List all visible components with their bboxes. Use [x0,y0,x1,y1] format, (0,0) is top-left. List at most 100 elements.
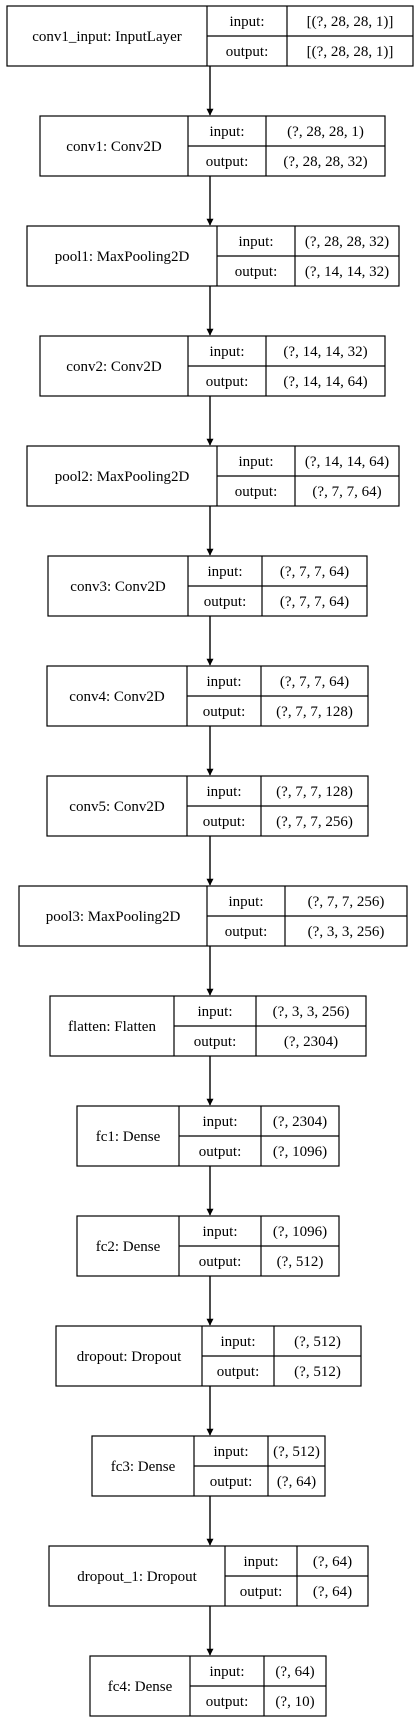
input-key: input: [206,674,241,690]
node-fc2: fc2: Dense input: (?, 1096) output: (?, 512) [76,1215,340,1277]
node-dropout: dropout: Dropout input: (?, 512) output: (?,… [55,1325,362,1387]
output-shape: (?, 7, 7, 128) [276,704,353,720]
layer-name: conv5: Conv2D [69,799,165,815]
input-key: input: [202,1114,237,1130]
input-key: input: [238,454,273,470]
output-shape: (?, 64) [313,1584,352,1600]
input-shape: (?, 512) [273,1444,320,1460]
input-key: input: [229,14,264,30]
output-shape: [(?, 28, 28, 1)] [307,44,394,60]
output-shape: (?, 10) [275,1694,314,1710]
input-shape: (?, 7, 7, 64) [280,564,349,580]
output-key: output: [206,154,249,170]
input-key: input: [238,234,273,250]
node-conv2: conv2: Conv2D input: (?, 14, 14, 32) output… [39,335,386,397]
layer-name: conv2: Conv2D [66,359,162,375]
node-fc3: fc3: Dense input: (?, 512) output: (?, 64) [91,1435,326,1497]
output-shape: (?, 14, 14, 32) [305,264,389,280]
output-shape: (?, 2304) [284,1034,338,1050]
output-shape: (?, 14, 14, 64) [283,374,367,390]
output-key: output: [235,484,278,500]
layer-name: fc3: Dense [111,1459,176,1475]
layer-name: fc4: Dense [108,1679,173,1695]
node-box [26,225,400,287]
node-conv1: conv1: Conv2D input: (?, 28, 28, 1) output:… [39,115,386,177]
output-key: output: [204,594,247,610]
input-shape: (?, 7, 7, 256) [308,894,385,910]
layer-name: pool3: MaxPooling2D [46,909,181,925]
input-key: input: [220,1334,255,1350]
output-key: output: [199,1254,242,1270]
output-key: output: [210,1474,253,1490]
input-key: input: [209,124,244,140]
layer-name: fc1: Dense [96,1129,161,1145]
layer-name: dropout: Dropout [77,1349,182,1365]
layer-name: conv4: Conv2D [69,689,165,705]
output-shape: (?, 7, 7, 256) [276,814,353,830]
output-key: output: [194,1034,237,1050]
input-key: input: [213,1444,248,1460]
input-key: input: [197,1004,232,1020]
node-flatten: flatten: Flatten input: (?, 3, 3, 256) outp… [49,995,367,1057]
output-key: output: [203,814,246,830]
input-shape: (?, 7, 7, 128) [276,784,353,800]
input-shape: (?, 1096) [273,1224,327,1240]
input-key: input: [206,784,241,800]
output-key: output: [225,924,268,940]
node-conv4: conv4: Conv2D input: (?, 7, 7, 64) output: (… [46,665,369,727]
layer-name: pool1: MaxPooling2D [55,249,190,265]
input-key: input: [209,1664,244,1680]
input-shape: (?, 512) [294,1334,341,1350]
output-key: output: [203,704,246,720]
output-shape: (?, 1096) [273,1144,327,1160]
layer-name: conv1: Conv2D [66,139,162,155]
input-shape: (?, 14, 14, 32) [283,344,367,360]
output-shape: (?, 7, 7, 64) [312,484,381,500]
output-shape: (?, 7, 7, 64) [280,594,349,610]
output-shape: (?, 512) [277,1254,324,1270]
input-shape: (?, 2304) [273,1114,327,1130]
node-fc1: fc1: Dense input: (?, 2304) output: (?, 1096… [76,1105,340,1167]
input-shape: (?, 64) [275,1664,314,1680]
input-shape: [(?, 28, 28, 1)] [307,14,394,30]
layer-name: pool2: MaxPooling2D [55,469,190,485]
layer-name: dropout_1: Dropout [77,1569,197,1585]
nodes: conv1_input: InputLayer input: [(?, 28, 28… [6,5,414,1717]
input-shape: (?, 7, 7, 64) [280,674,349,690]
input-key: input: [202,1224,237,1240]
node-pool1: pool1: MaxPooling2D input: (?, 28, 28, 32)… [26,225,400,287]
layer-name: fc2: Dense [96,1239,161,1255]
layer-name: conv1_input: InputLayer [32,29,182,45]
output-shape: (?, 512) [294,1364,341,1380]
output-key: output: [206,374,249,390]
output-shape: (?, 28, 28, 32) [283,154,367,170]
output-key: output: [240,1584,283,1600]
output-key: output: [217,1364,260,1380]
layer-name: conv3: Conv2D [70,579,166,595]
input-shape: (?, 3, 3, 256) [273,1004,350,1020]
node-pool2: pool2: MaxPooling2D input: (?, 14, 14, 64)… [26,445,400,507]
input-shape: (?, 14, 14, 64) [305,454,389,470]
node-box [89,1655,327,1717]
input-key: input: [228,894,263,910]
node-conv3: conv3: Conv2D input: (?, 7, 7, 64) output: (… [47,555,368,617]
input-key: input: [207,564,242,580]
output-key: output: [199,1144,242,1160]
output-shape: (?, 3, 3, 256) [308,924,385,940]
node-conv1-input: conv1_input: InputLayer input: [(?, 28, 28… [6,5,414,67]
output-shape: (?, 64) [277,1474,316,1490]
input-shape: (?, 28, 28, 32) [305,234,389,250]
node-conv5: conv5: Conv2D input: (?, 7, 7, 128) output:… [46,775,369,837]
input-shape: (?, 28, 28, 1) [287,124,364,140]
output-key: output: [226,44,269,60]
node-pool3: pool3: MaxPooling2D input: (?, 7, 7, 256) o… [18,885,408,947]
input-key: input: [243,1554,278,1570]
input-key: input: [209,344,244,360]
output-key: output: [206,1694,249,1710]
output-key: output: [235,264,278,280]
node-dropout-1: dropout_1: Dropout input: (?, 64) output: (?… [48,1545,369,1607]
node-fc4: fc4: Dense input: (?, 64) output: (?, 10) [89,1655,327,1717]
layer-name: flatten: Flatten [68,1019,156,1035]
input-shape: (?, 64) [313,1554,352,1570]
